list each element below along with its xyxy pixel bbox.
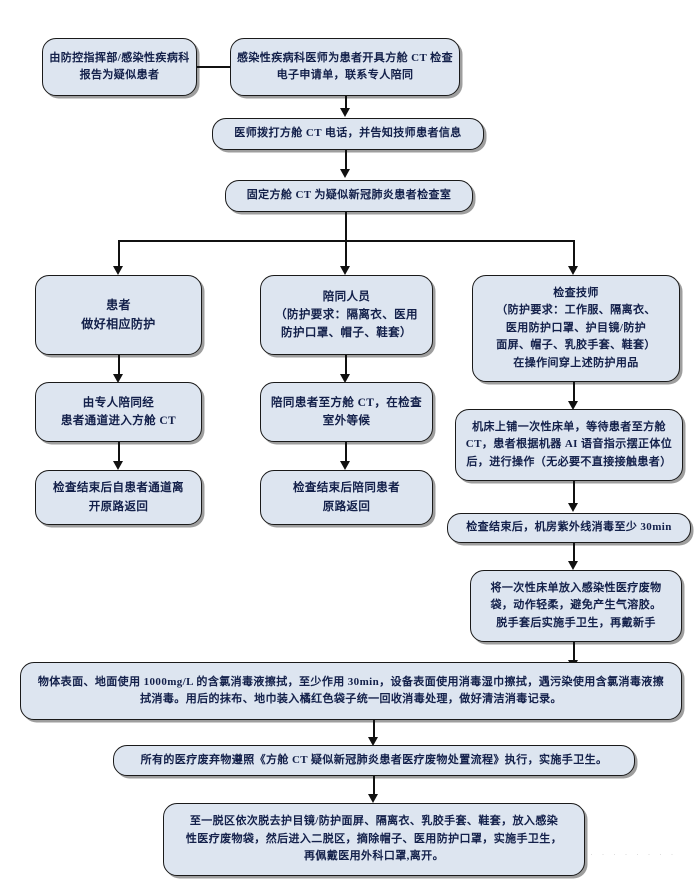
node-escort-wait-outside[interactable]: 陪同患者至方舱 CT，在检查 室外等候	[260, 382, 433, 442]
connector-b2-b3	[373, 776, 375, 798]
node-line: 面屏、帽子、乳胶手套、鞋套）	[496, 339, 656, 352]
connector-branch-right	[573, 240, 575, 268]
arrowhead-branch-left	[113, 266, 123, 275]
node-patient-escorted-entry[interactable]: 由专人陪同经 患者通道进入方舱 CT	[35, 382, 202, 442]
node-designate-ct-room[interactable]: 固定方舱 CT 为疑似新冠肺炎患者检查室	[225, 180, 473, 212]
node-issue-ct-application[interactable]: 感染性疾病科医师为患者开具方舱 CT 检查 电子申请单，联系专人陪同	[230, 38, 460, 96]
arrowhead-t2-t3	[568, 503, 578, 512]
node-technician-ppe-requirements[interactable]: 检查技师 （防护要求：工作服、隔离衣、 医用防护口罩、护目镜/防护 面屏、帽子、…	[472, 275, 680, 382]
node-line: 患者	[106, 298, 131, 313]
node-line: 防护口罩、帽子、鞋套）	[281, 327, 412, 340]
connector-branch-left	[118, 240, 120, 268]
node-line: 将一次性床单放入感染性医疗废物	[490, 581, 662, 594]
node-line: 室外等候	[322, 415, 371, 427]
node-line: 在操作间穿上述防护用品	[513, 356, 639, 369]
node-medical-waste-procedure[interactable]: 所有的医疗废弃物遵照《方舱 CT 疑似新冠肺炎患者医疗废物处置流程》执行，实施手…	[113, 745, 635, 776]
arrowhead-branch-middle	[340, 266, 350, 275]
arrowhead-t1-t2	[568, 401, 578, 410]
node-line: 所有的医疗废弃物遵照《方舱 CT 疑似新冠肺炎患者医疗废物处置流程》执行，实施手…	[140, 753, 608, 766]
arrowhead-a1-a2	[340, 374, 350, 383]
node-uv-disinfection[interactable]: 检查结束后，机房紫外线消毒至少 30min	[447, 513, 691, 543]
arrowhead-a2-a3	[340, 461, 350, 470]
node-line: 由防控指挥部/感染性疾病科	[49, 51, 190, 64]
node-line: 陪同患者至方舱 CT，在检查	[271, 396, 422, 409]
node-line: 感染性疾病科医师为患者开具方舱 CT 检查	[237, 51, 453, 64]
connector-t1-t2	[573, 382, 575, 404]
node-line: 原路返回	[322, 500, 371, 513]
node-dispose-bed-sheet[interactable]: 将一次性床单放入感染性医疗废物 袋，动作轻柔，避免产生气溶胶。 脱手套后实施手卫…	[470, 570, 682, 642]
node-line: （防护要求：隔离衣、医用	[275, 308, 418, 321]
connector-branch-middle	[345, 240, 347, 268]
node-line: （防护要求：工作服、隔离衣、	[496, 304, 656, 317]
arrowhead-b2-b3	[368, 794, 378, 803]
connector-t3-t4	[573, 543, 575, 564]
connector-t4-b1	[573, 642, 575, 664]
connector-b1-b2	[373, 720, 375, 740]
connector-n1-n2	[197, 66, 230, 68]
node-patient-protection[interactable]: 患者 做好相应防护	[35, 275, 202, 355]
node-line: 由专人陪同经	[82, 396, 155, 409]
node-line: 物体表面、地面使用 1000mg/L 的含氯消毒液擦拭，至少作用 30min，设…	[37, 675, 665, 688]
connector-n2-n3	[345, 96, 347, 109]
arrowhead-p2-p3	[113, 461, 123, 470]
node-line: 性医疗废物袋，然后进入二脱区，摘除帽子、医用防护口罩，实施手卫生，	[185, 832, 563, 845]
node-doffing-ppe-procedure[interactable]: 至一脱区依次脱去护目镜/防护面屏、隔离衣、乳胶手套、鞋套，放入感染 性医疗废物袋…	[163, 803, 585, 876]
arrowhead-n3-n4	[340, 169, 350, 178]
arrowhead-branch-right	[568, 266, 578, 275]
node-line: 脱手套后实施手卫生，再戴新手	[496, 616, 656, 629]
connector-a2-a3	[345, 442, 347, 464]
node-escort-return[interactable]: 检查结束后陪同患者 原路返回	[260, 470, 433, 525]
connector-p1-p2	[118, 355, 120, 377]
node-call-ct-inform-technician[interactable]: 医师拨打方舱 CT 电话，并告知技师患者信息	[212, 118, 484, 150]
node-line: 做好相应防护	[81, 317, 156, 331]
node-report-suspected-case[interactable]: 由防控指挥部/感染性疾病科 报告为疑似患者	[42, 38, 197, 96]
node-surface-disinfection[interactable]: 物体表面、地面使用 1000mg/L 的含氯消毒液擦拭，至少作用 30min，设…	[20, 662, 682, 720]
node-patient-exit-return[interactable]: 检查结束后自患者通道离 开原路返回	[35, 470, 202, 525]
arrowhead-p1-p2	[113, 374, 123, 383]
node-line: 袋，动作轻柔，避免产生气溶胶。	[490, 599, 662, 612]
node-line: 检查结束后陪同患者	[292, 482, 401, 495]
node-line: 后，进行操作（无必要不直接接触患者）	[466, 455, 672, 468]
node-escort-ppe-requirements[interactable]: 陪同人员 （防护要求：隔离衣、医用 防护口罩、帽子、鞋套）	[260, 275, 433, 355]
node-line: 固定方舱 CT 为疑似新冠肺炎患者检查室	[246, 189, 452, 202]
node-line: 医用防护口罩、护目镜/防护	[505, 321, 647, 334]
arrowhead-n2-n3	[340, 108, 350, 117]
connector-p2-p3	[118, 442, 120, 464]
node-line: 检查技师	[553, 287, 599, 300]
arrowhead-b1-b2	[368, 737, 378, 746]
node-technician-scan-procedure[interactable]: 机床上铺一次性床单，等待患者至方舱 CT，患者根据机器 AI 语音指示摆正体位 …	[455, 409, 683, 481]
node-line: 机床上铺一次性床单，等待患者至方舱	[472, 420, 666, 433]
node-line: CT，患者根据机器 AI 语音指示摆正体位	[465, 438, 673, 451]
arrowhead-t3-t4	[568, 561, 578, 570]
connector-t2-t3	[573, 481, 575, 506]
node-line: 拭消毒。用后的抹布、地巾装入橘红色袋子统一回收消毒处理，做好清洁消毒记录。	[140, 693, 562, 705]
node-line: 至一脱区依次脱去护目镜/防护面屏、隔离衣、乳胶手套、鞋套，放入感染	[189, 815, 559, 828]
node-line: 电子申请单，联系专人陪同	[276, 69, 414, 81]
connector-a1-a2	[345, 355, 347, 377]
node-line: 开原路返回	[88, 500, 149, 513]
node-line: 检查结束后，机房紫外线消毒至少 30min	[466, 521, 672, 534]
watermark: · · · · · · · ·	[590, 849, 677, 859]
node-line: 报告为疑似患者	[79, 69, 160, 81]
connector-branch-stem	[345, 212, 347, 240]
node-line: 医师拨打方舱 CT 电话，并告知技师患者信息	[234, 127, 462, 140]
node-line: 患者通道进入方舱 CT	[60, 415, 177, 427]
node-line: 再佩戴医用外科口罩,离开。	[304, 850, 444, 863]
connector-n3-n4	[345, 150, 347, 170]
node-line: 检查结束后自患者通道离	[53, 482, 184, 495]
node-line: 陪同人员	[322, 290, 371, 303]
